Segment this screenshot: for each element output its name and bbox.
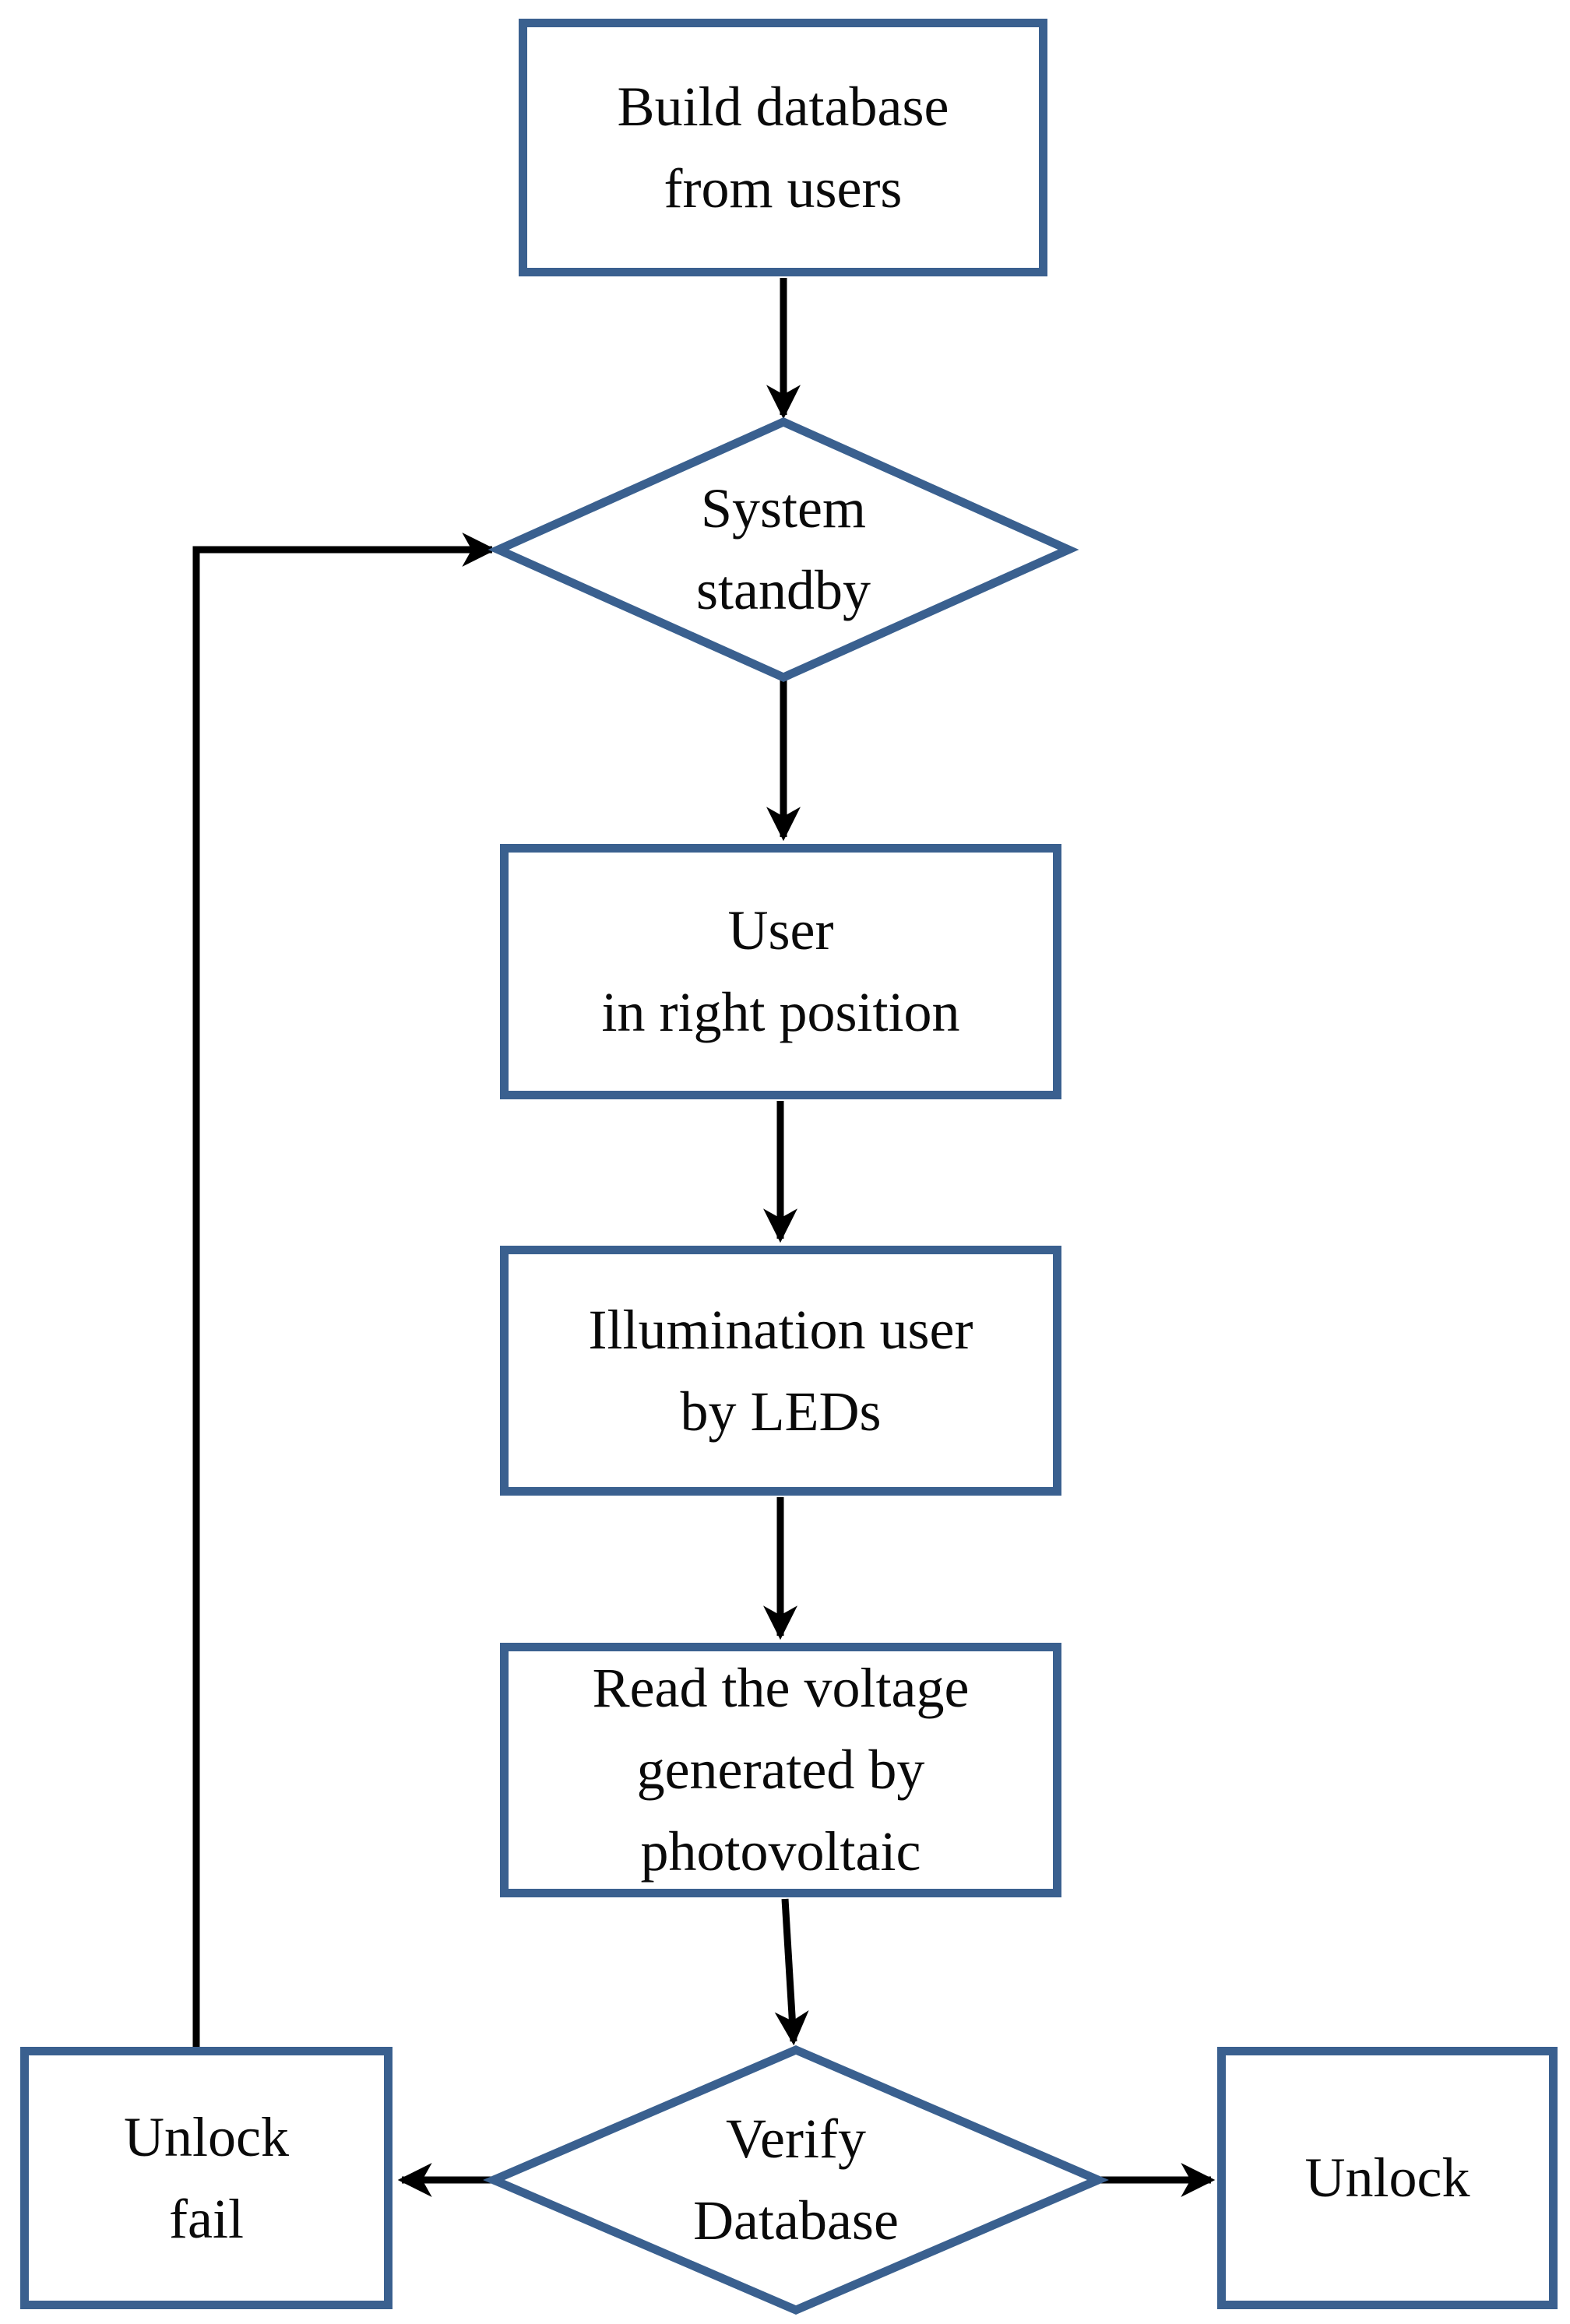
user-position-label: User in right position [601,899,960,1043]
unlock-box [1217,2047,1558,2309]
build-database-label: Build database from users [617,75,949,220]
user-position-box [500,844,1061,1099]
unlock-fail-label: Unlock fail [124,2105,289,2250]
unlock-fail-box [20,2047,392,2309]
edge-read-to-verify [774,1898,809,2046]
read-voltage-label: Read the voltage generated by photovolta… [592,1657,970,1883]
illumination-box [500,1246,1061,1496]
verify-database-diamond [483,2045,1109,2315]
unlock-label: Unlock [1304,2146,1470,2209]
system-standby-diamond [488,417,1079,683]
illumination-label: Illumination user by LEDs [588,1298,973,1443]
edge-fail-loop-to-standby [192,533,497,2047]
read-voltage-box [500,1643,1061,1897]
system-standby-label: System standby [696,477,871,621]
verify-database-label: Verify Database [693,2108,899,2252]
build-database-box [519,19,1047,276]
